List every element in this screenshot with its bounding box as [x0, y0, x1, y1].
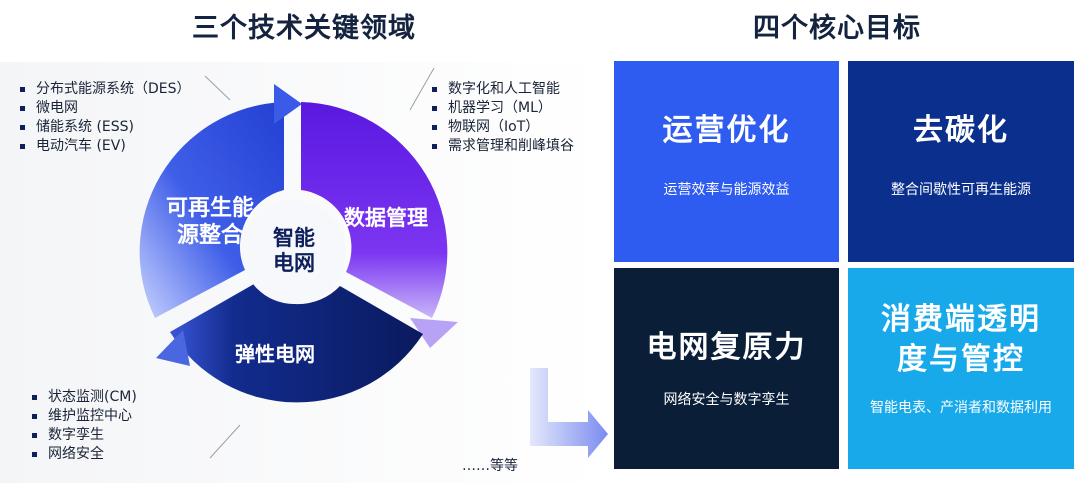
- left-section-title: 三个技术关键领域: [192, 13, 416, 44]
- list-item: 机器学习（ML）: [430, 99, 574, 118]
- elastic-segment-label: 弹性电网: [235, 342, 315, 366]
- data-segment-label: 数据管理: [344, 206, 428, 230]
- list-item: 需求管理和削峰填谷: [430, 137, 574, 156]
- list-item: 物联网（IoT）: [430, 118, 574, 137]
- list-item: 维护监控中心: [30, 407, 137, 426]
- goal-resilience-tile: 电网复原力 网络安全与数字孪生: [614, 268, 839, 469]
- renewable-segment-label: 可再生能 源整合: [150, 195, 270, 249]
- list-item: 数字孪生: [30, 426, 137, 445]
- goal-title: 去碳化: [913, 113, 1009, 148]
- goal-operations-tile: 运营优化 运营效率与能源效益: [614, 61, 839, 262]
- goal-decarbonization-tile: 去碳化 整合间歇性可再生能源: [848, 61, 1074, 262]
- list-item: 数字化和人工智能: [430, 80, 574, 99]
- list-item: 状态监测(CM): [30, 388, 137, 407]
- center-label: 智能 电网: [256, 226, 332, 276]
- goal-title: 运营优化: [662, 113, 791, 148]
- goal-subtitle: 网络安全与数字孪生: [663, 392, 790, 408]
- cycle-arrow-icon: [274, 84, 302, 124]
- goal-title-line1: 消费端透明: [881, 302, 1041, 337]
- cycle-arrow-icon: [410, 318, 458, 348]
- leader-line-elastic: [209, 424, 241, 459]
- goal-transparency-tile: 消费端透明 度与管控 智能电表、产消者和数据利用: [848, 268, 1074, 469]
- etc-note: ……等等: [462, 458, 518, 474]
- elastic-grid-segment: [170, 284, 423, 403]
- elastic-items-list: 状态监测(CM) 维护监控中心 数字孪生 网络安全: [30, 388, 137, 464]
- center-hub: [242, 200, 346, 304]
- renewable-items-list: 分布式能源系统（DES） 微电网 储能系统 (ESS) 电动汽车 (EV): [18, 80, 191, 156]
- renewable-label-line1: 可再生能: [165, 196, 254, 221]
- list-item: 微电网: [18, 99, 191, 118]
- goal-title: 电网复原力: [646, 330, 807, 365]
- data-items-list: 数字化和人工智能 机器学习（ML） 物联网（IoT） 需求管理和削峰填谷: [430, 80, 574, 156]
- center-label-line2: 电网: [273, 251, 315, 275]
- renewable-label-line2: 源整合: [176, 223, 243, 248]
- goal-title: 消费端透明 度与管控: [848, 300, 1074, 380]
- center-label-line1: 智能: [273, 226, 315, 250]
- list-item: 电动汽车 (EV): [18, 137, 191, 156]
- connector-arrow-icon: [530, 368, 608, 458]
- goal-subtitle: 智能电表、产消者和数据利用: [870, 400, 1052, 416]
- leader-line-renewable: [204, 75, 231, 101]
- list-item: 网络安全: [30, 445, 137, 464]
- cycle-arrow-icon: [156, 330, 190, 366]
- list-item: 分布式能源系统（DES）: [18, 80, 191, 99]
- renewable-integration-segment: [139, 102, 284, 318]
- right-section-title: 四个核心目标: [753, 13, 921, 44]
- leader-line-data: [409, 67, 435, 111]
- goal-subtitle: 运营效率与能源效益: [663, 182, 790, 198]
- goal-title-line2: 度与管控: [897, 342, 1025, 377]
- goal-subtitle: 整合间歇性可再生能源: [891, 182, 1031, 198]
- list-item: 储能系统 (ESS): [18, 118, 191, 137]
- data-management-segment: [301, 102, 448, 318]
